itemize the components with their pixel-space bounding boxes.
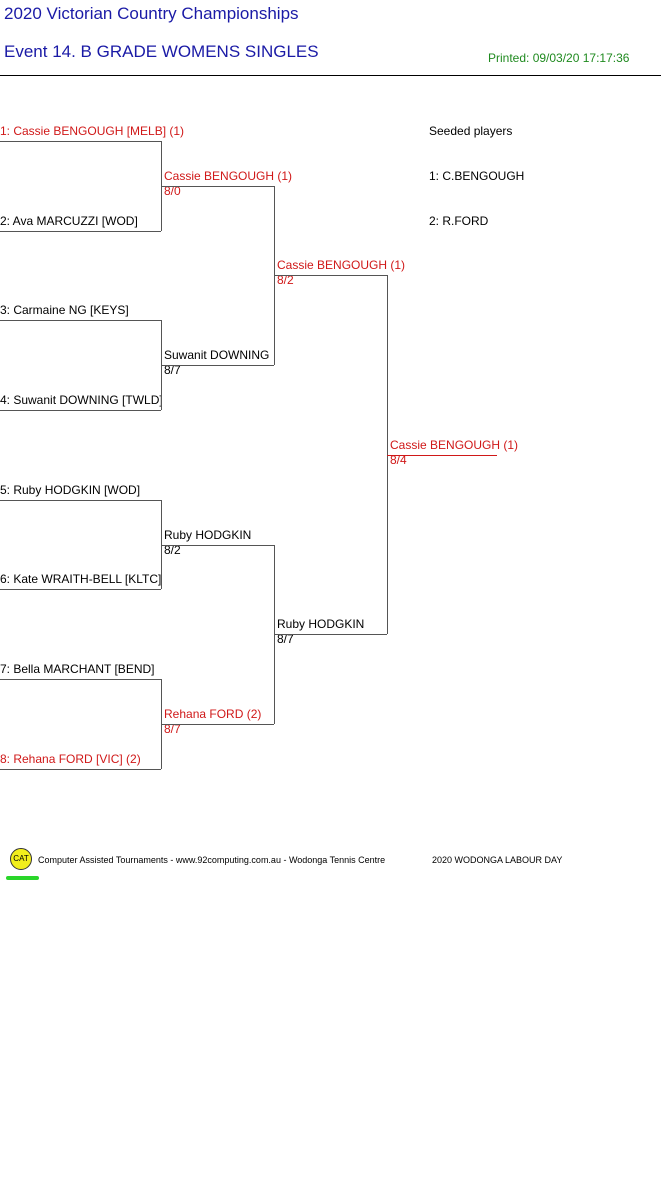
r2-line-3: [161, 545, 274, 546]
r1-entrant-1: 1: Cassie BENGOUGH [MELB] (1): [0, 124, 185, 138]
logo-underline: [6, 876, 39, 880]
final-score: 8/4: [390, 453, 407, 467]
cat-logo-icon: CAT: [10, 848, 32, 870]
final-line: [387, 455, 497, 456]
header-divider: [0, 75, 661, 76]
r1-entrant-7: 7: Bella MARCHANT [BEND]: [0, 662, 155, 676]
r2-score-4: 8/7: [164, 722, 181, 736]
r3-score-2: 8/7: [277, 632, 294, 646]
event-title: Event 14. B GRADE WOMENS SINGLES: [4, 42, 319, 61]
r2-winner-2: Suwanit DOWNING: [164, 348, 270, 362]
r2-line-1: [161, 186, 274, 187]
r3-winner-2: Ruby HODGKIN: [277, 617, 365, 631]
r2-winner-1: Cassie BENGOUGH (1): [164, 169, 293, 183]
r2-score-2: 8/7: [164, 363, 181, 377]
r1-line-1: [0, 141, 161, 142]
r1-line-4: [0, 410, 161, 411]
footer-credits: Computer Assisted Tournaments - www.92co…: [38, 855, 386, 865]
r3-score-1: 8/2: [277, 273, 294, 287]
r2-score-3: 8/2: [164, 543, 181, 557]
r3-line-1: [274, 275, 387, 276]
r1-line-2: [0, 231, 161, 232]
r2-winner-4: Rehana FORD (2): [164, 707, 262, 721]
final-winner: Cassie BENGOUGH (1): [390, 438, 519, 452]
r2-line-4: [161, 724, 274, 725]
r1-entrant-4: 4: Suwanit DOWNING [TWLD]: [0, 393, 163, 407]
printed-timestamp: Printed: 09/03/20 17:17:36: [488, 51, 630, 65]
r2-winner-3: Ruby HODGKIN: [164, 528, 252, 542]
r3-connector: [387, 275, 388, 634]
r3-winner-1: Cassie BENGOUGH (1): [277, 258, 406, 272]
r1-line-8: [0, 769, 161, 770]
r1-line-3: [0, 320, 161, 321]
seeded-players-heading: Seeded players: [429, 124, 513, 138]
seed-item-1: 1: C.BENGOUGH: [429, 169, 525, 183]
r1-entrant-6: 6: Kate WRAITH-BELL [KLTC]: [0, 572, 162, 586]
r1-entrant-8: 8: Rehana FORD [VIC] (2): [0, 752, 141, 766]
r1-connector-3: [161, 500, 162, 589]
r1-entrant-5: 5: Ruby HODGKIN [WOD]: [0, 483, 141, 497]
footer-tournament: 2020 WODONGA LABOUR DAY: [432, 855, 563, 865]
r1-line-6: [0, 589, 161, 590]
r3-line-2: [274, 634, 387, 635]
tournament-title: 2020 Victorian Country Championships: [4, 4, 299, 23]
r1-entrant-3: 3: Carmaine NG [KEYS]: [0, 303, 129, 317]
r1-line-7: [0, 679, 161, 680]
r1-entrant-2: 2: Ava MARCUZZI [WOD]: [0, 214, 138, 228]
r1-line-5: [0, 500, 161, 501]
r2-line-2: [161, 365, 274, 366]
r2-score-1: 8/0: [164, 184, 181, 198]
seed-item-2: 2: R.FORD: [429, 214, 489, 228]
